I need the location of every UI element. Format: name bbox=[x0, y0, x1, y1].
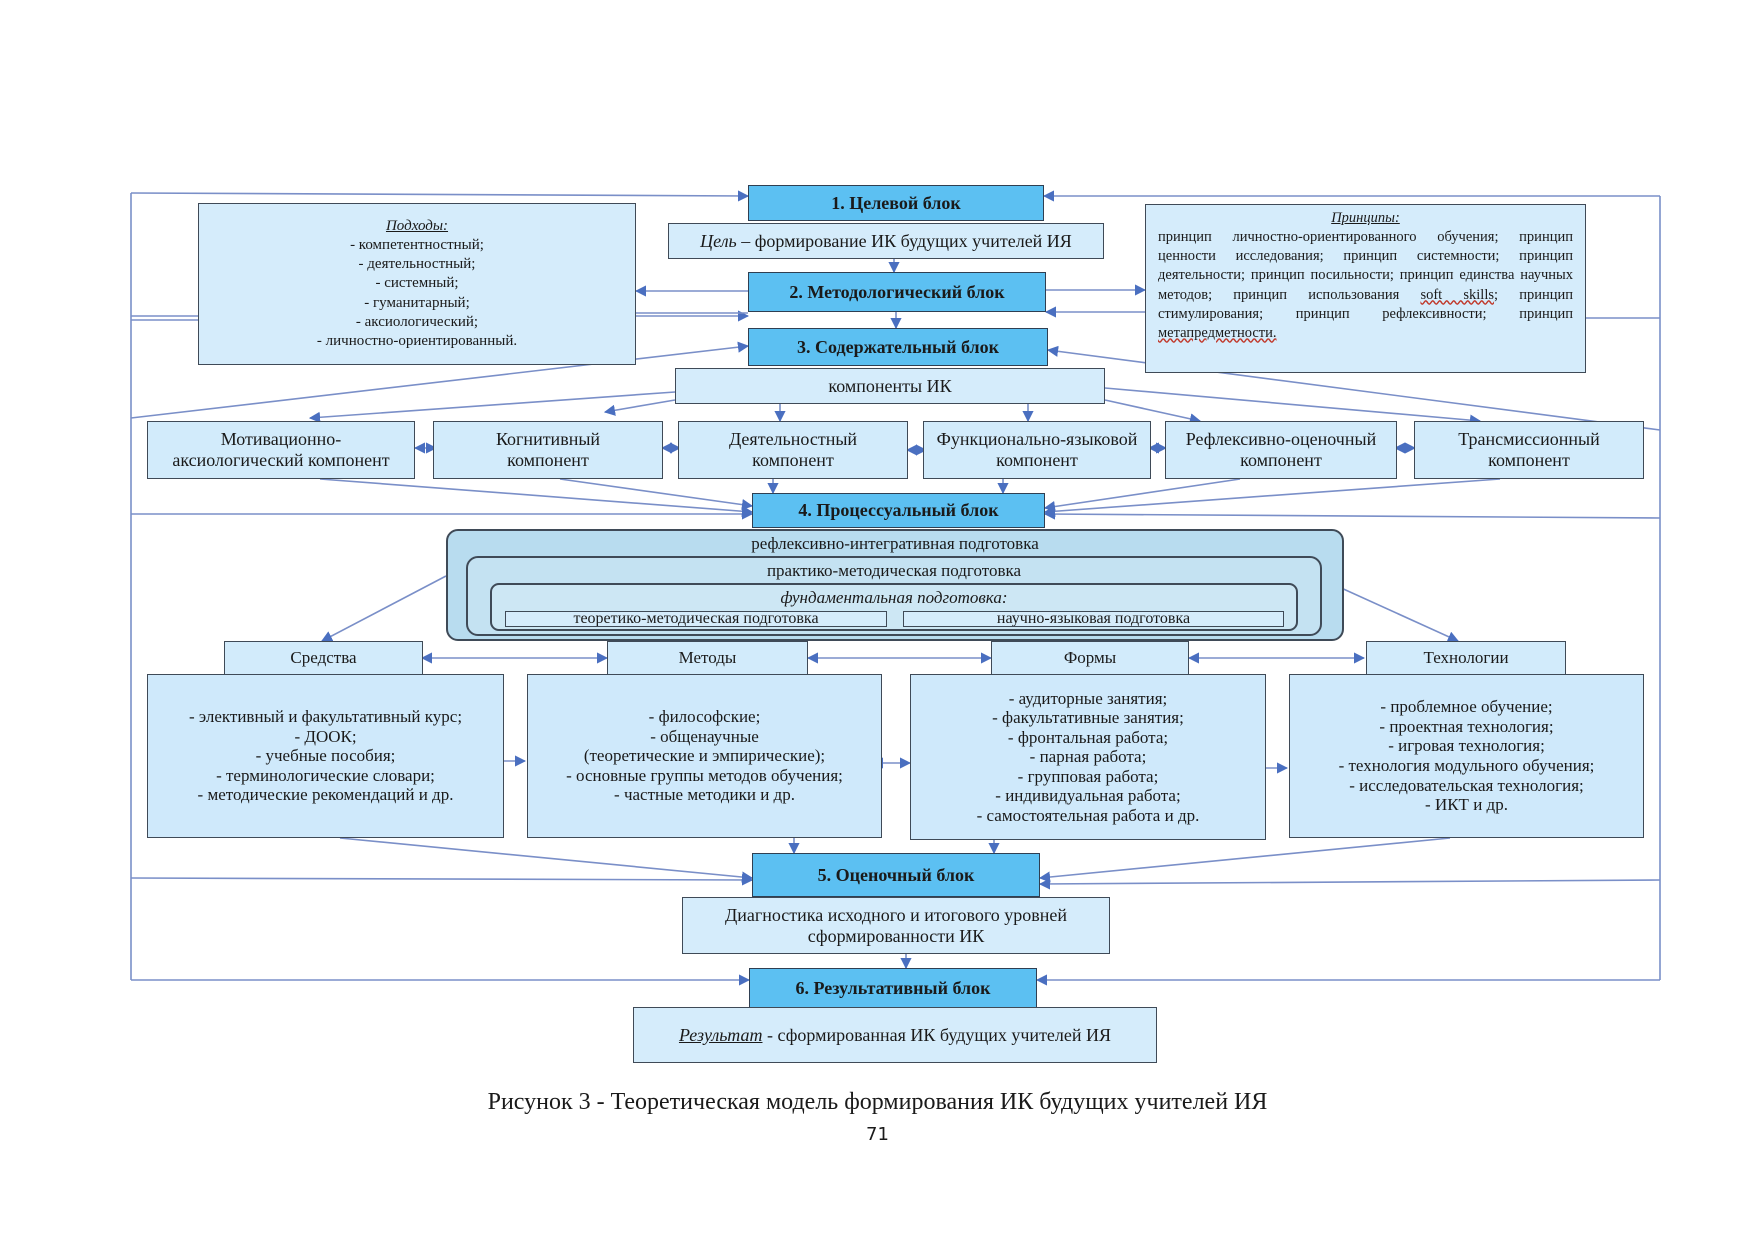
means-header: Средства bbox=[224, 641, 423, 675]
technologies-header-label: Технологии bbox=[1423, 648, 1509, 668]
list-item: - аудиторные занятия; bbox=[1008, 688, 1168, 708]
training-middle-label: практико-методическая подготовка bbox=[766, 561, 1022, 580]
principles-last: метапредметности. bbox=[1158, 324, 1277, 341]
component-label: Мотивационно-аксиологический компонент bbox=[172, 429, 390, 470]
principles-box: Принципы: принцип личностно-ориентирован… bbox=[1145, 204, 1586, 373]
component-activity: Деятельностный компонент bbox=[678, 421, 908, 479]
list-item: - общенаучные bbox=[650, 726, 759, 746]
list-item: - фронтальная работа; bbox=[1007, 727, 1169, 747]
approach-item: - гуманитарный; bbox=[364, 294, 470, 311]
frame-to-block5 bbox=[130, 874, 754, 886]
principles-title: Принципы: bbox=[1331, 210, 1400, 226]
result-block-title: 6. Результативный блок bbox=[795, 977, 991, 998]
frame-to-block3 bbox=[130, 341, 750, 419]
training-inner-label: фундаментальная подготовка: bbox=[780, 588, 1008, 607]
list-item: - основные группы методов обучения; bbox=[566, 765, 843, 785]
approach-item: - деятельностный; bbox=[358, 256, 476, 273]
result-text: Результат - сформированная ИК будущих уч… bbox=[679, 1025, 1111, 1046]
list-item: - терминологические словари; bbox=[216, 765, 435, 785]
diagnostics-line: Диагностика исходного и итогового уровне… bbox=[724, 904, 1068, 925]
forms-list: - аудиторные занятия; - факультативные з… bbox=[910, 674, 1266, 840]
goal-text: Цель – формирование ИК будущих учителей … bbox=[700, 231, 1072, 252]
result-label: Результат bbox=[678, 1024, 763, 1045]
evaluation-block-header: 5. Оценочный блок bbox=[752, 853, 1040, 897]
diagnostics-line: сформированности ИК bbox=[807, 925, 985, 946]
methodological-block-title: 2. Методологический блок bbox=[789, 281, 1005, 302]
list-item: - исследовательская технология; bbox=[1349, 775, 1584, 795]
result-description: - сформированная ИК будущих учителей ИЯ bbox=[762, 1024, 1112, 1045]
content-block-title: 3. Содержательный блок bbox=[797, 336, 999, 357]
principles-text: принцип личностно-ориентированного обуче… bbox=[1158, 229, 1573, 303]
list-item: - методические рекомендаций и др. bbox=[197, 785, 454, 805]
list-item: - проблемное обучение; bbox=[1380, 697, 1553, 717]
list-item: - философские; bbox=[648, 707, 761, 727]
frame-to-block1 bbox=[130, 190, 750, 202]
component-functional-linguistic: Функционально-языковой компонент bbox=[923, 421, 1151, 479]
methods-header-label: Методы bbox=[678, 648, 737, 668]
list-item: (теоретические и эмпирические); bbox=[583, 746, 826, 766]
technologies-list: - проблемное обучение; - проектная техно… bbox=[1289, 674, 1644, 838]
figure-caption: Рисунок 3 - Теоретическая модель формиро… bbox=[487, 1089, 1268, 1115]
component-reflexive: Рефлексивно-оценочный компонент bbox=[1165, 421, 1397, 479]
page-number: 71 bbox=[866, 1124, 889, 1145]
list-item: - ДООК; bbox=[294, 726, 357, 746]
methods-header: Методы bbox=[607, 641, 808, 675]
goal-box: Цель – формирование ИК будущих учителей … bbox=[668, 223, 1104, 259]
means-header-label: Средства bbox=[290, 648, 357, 668]
result-box: Результат - сформированная ИК будущих уч… bbox=[633, 1007, 1157, 1063]
content-block-header: 3. Содержательный блок bbox=[748, 328, 1048, 366]
component-label: Функционально-языковой компонент bbox=[936, 429, 1138, 470]
approach-item: - аксиологический; bbox=[355, 313, 479, 330]
list-item: - проектная технология; bbox=[1379, 716, 1554, 736]
principles-soft-skills: soft skills bbox=[1420, 286, 1494, 303]
diagnostics-box: Диагностика исходного и итогового уровне… bbox=[682, 897, 1110, 954]
list-item: - парная работа; bbox=[1029, 747, 1147, 767]
component-transmission: Трансмиссионный компонент bbox=[1414, 421, 1644, 479]
list-item: - частные методики и др. bbox=[614, 785, 795, 805]
technologies-header: Технологии bbox=[1366, 641, 1566, 675]
list-item: - учебные пособия; bbox=[255, 746, 396, 766]
methods-list: - философские; - общенаучные (теоретичес… bbox=[527, 674, 882, 838]
approach-item: - компетентностный; bbox=[350, 237, 484, 254]
means-list: - элективный и факультативный курс; - ДО… bbox=[147, 674, 504, 838]
goal-block-header: 1. Целевой блок bbox=[748, 185, 1044, 221]
process-block-title: 4. Процессуальный блок bbox=[798, 500, 999, 521]
list-item: - технология модульного обучения; bbox=[1338, 756, 1595, 775]
component-label: Рефлексивно-оценочный компонент bbox=[1185, 429, 1377, 470]
theoretical-methodical-label: теоретико-методическая подготовка bbox=[573, 611, 819, 627]
goal-label: Цель bbox=[700, 230, 737, 251]
methodological-block-header: 2. Методологический блок bbox=[748, 272, 1046, 312]
approaches-box: Подходы: - компетентностный; - деятельно… bbox=[198, 203, 636, 365]
scientific-linguistic-box: научно-языковая подготовка bbox=[903, 611, 1284, 627]
list-item: - факультативные занятия; bbox=[992, 708, 1184, 728]
forms-header: Формы bbox=[991, 641, 1189, 675]
components-header-box: компоненты ИК bbox=[675, 368, 1105, 404]
approach-item: - личностно-ориентированный. bbox=[316, 332, 518, 349]
evaluation-block-title: 5. Оценочный блок bbox=[817, 864, 975, 885]
approach-item: - системный; bbox=[375, 275, 459, 292]
goal-block-title: 1. Целевой блок bbox=[831, 192, 961, 213]
list-item: - игровая технология; bbox=[1388, 736, 1545, 756]
component-motivational: Мотивационно-аксиологический компонент bbox=[147, 421, 415, 479]
forms-header-label: Формы bbox=[1063, 648, 1117, 668]
result-block-header: 6. Результативный блок bbox=[749, 968, 1037, 1008]
list-item: - элективный и факультативный курс; bbox=[188, 707, 463, 727]
component-label: Когнитивный компонент bbox=[495, 429, 601, 470]
approaches-title: Подходы: bbox=[385, 218, 449, 235]
scientific-linguistic-label: научно-языковая подготовка bbox=[996, 611, 1191, 627]
process-block-header: 4. Процессуальный блок bbox=[752, 493, 1045, 528]
component-label: Трансмиссионный компонент bbox=[1458, 429, 1600, 470]
list-item: - ИКТ и др. bbox=[1425, 795, 1508, 815]
component-label: Деятельностный компонент bbox=[728, 429, 858, 470]
principles-text-continued: ; принцип стимулирования; принцип рефлек… bbox=[1158, 286, 1574, 322]
training-outer-label: рефлексивно-интегративная подготовка bbox=[751, 534, 1039, 553]
list-item: - групповая работа; bbox=[1017, 766, 1159, 786]
components-header: компоненты ИК bbox=[828, 375, 952, 396]
theoretical-methodical-box: теоретико-методическая подготовка bbox=[505, 611, 887, 627]
list-item: - самостоятельная работа и др. bbox=[976, 805, 1200, 825]
goal-description: – формирование ИК будущих учителей ИЯ bbox=[736, 230, 1072, 251]
component-cognitive: Когнитивный компонент bbox=[433, 421, 663, 479]
list-item: - индивидуальная работа; bbox=[995, 786, 1181, 806]
